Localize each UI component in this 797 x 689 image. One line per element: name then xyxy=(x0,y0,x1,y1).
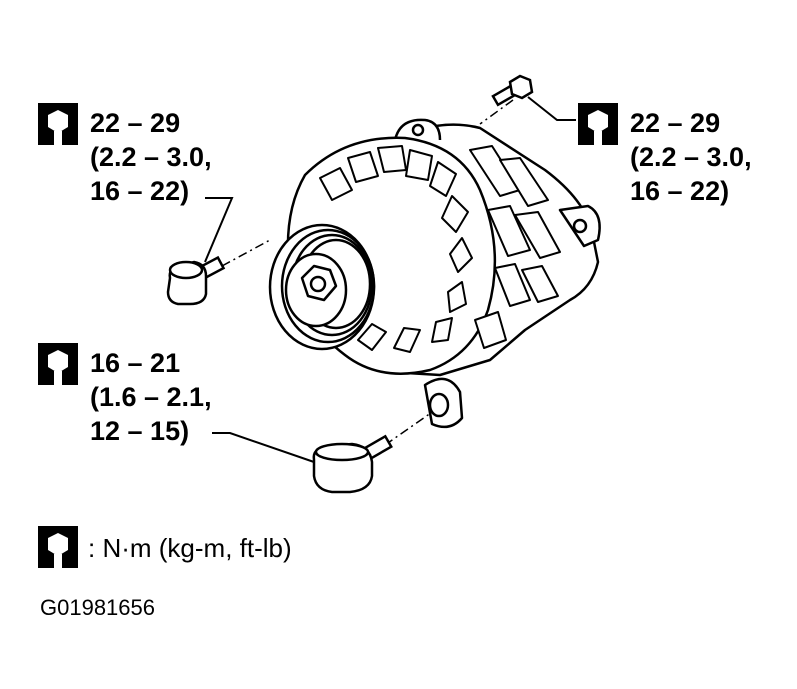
torque-callout-top-left: 22 – 29 (2.2 – 3.0, 16 – 22) xyxy=(90,106,212,208)
torque-wrench-icon xyxy=(38,103,78,145)
leader-lines xyxy=(204,96,576,463)
torque-value: 16 – 21 xyxy=(90,348,181,378)
torque-value-ftlb: 16 – 22) xyxy=(630,176,730,206)
torque-value-kgm: (1.6 – 2.1, xyxy=(90,382,212,412)
bolt-left-icon xyxy=(166,255,226,306)
torque-value-kgm: (2.2 – 3.0, xyxy=(630,142,752,172)
torque-value: 22 – 29 xyxy=(90,108,181,138)
bolt-bottom-icon xyxy=(312,434,393,494)
torque-value: 22 – 29 xyxy=(630,108,721,138)
torque-value-kgm: (2.2 – 3.0, xyxy=(90,142,212,172)
alternator-icon xyxy=(268,118,601,429)
torque-callout-bottom-left: 16 – 21 (1.6 – 2.1, 12 – 15) xyxy=(90,346,212,448)
torque-value-ftlb: 12 – 15) xyxy=(90,416,190,446)
torque-wrench-icon xyxy=(38,343,78,385)
bolt-axes xyxy=(221,99,514,446)
torque-wrench-icon xyxy=(38,526,78,568)
torque-wrench-icon xyxy=(578,103,618,145)
torque-units-legend: : N·m (kg-m, ft-lb) xyxy=(88,533,292,563)
torque-callout-top-right: 22 – 29 (2.2 – 3.0, 16 – 22) xyxy=(630,106,752,208)
figure-id: G01981656 xyxy=(40,595,155,620)
torque-value-ftlb: 16 – 22) xyxy=(90,176,190,206)
bolt-top-icon xyxy=(491,74,534,107)
